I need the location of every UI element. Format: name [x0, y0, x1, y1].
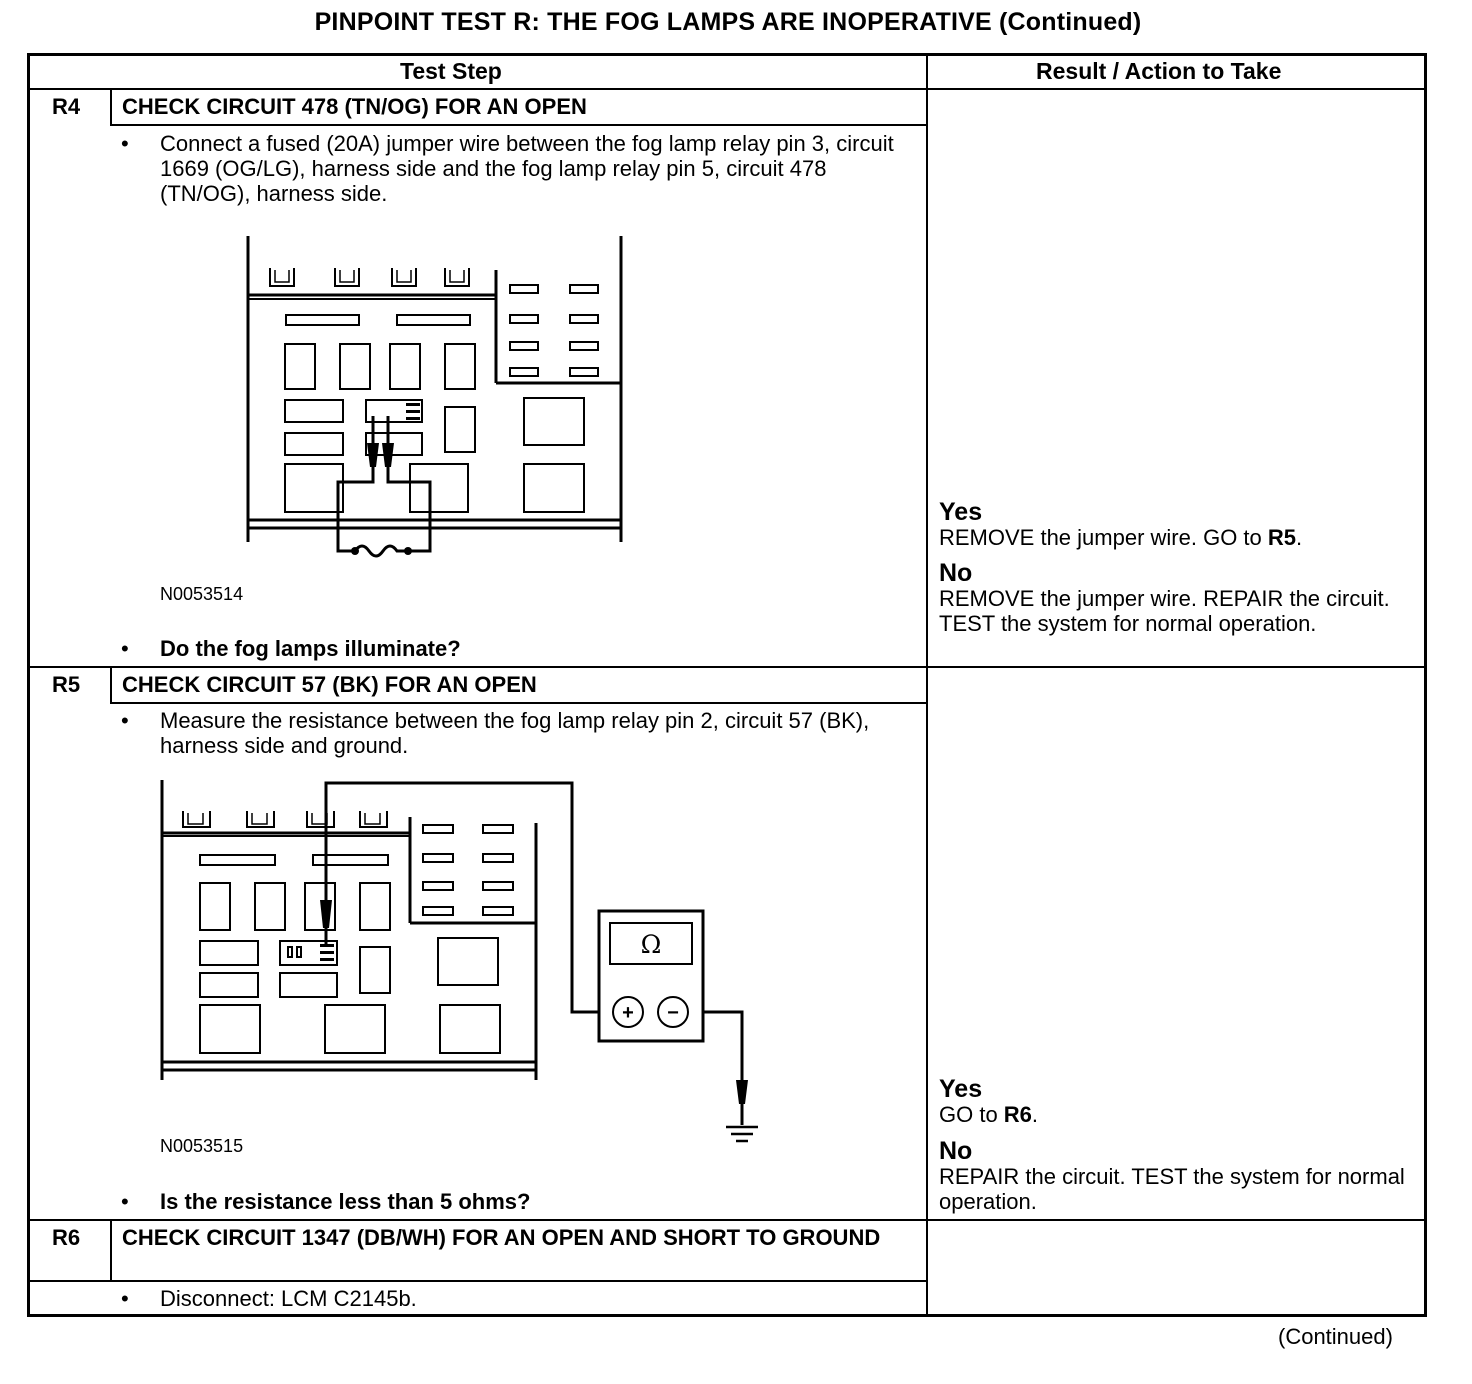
figure-id: N0053514	[160, 584, 244, 604]
r6-title-divider	[27, 1280, 927, 1282]
bullet: •	[121, 636, 129, 661]
header-test-step: Test Step	[400, 58, 502, 84]
question-text: Is the resistance less than 5 ohms?	[160, 1189, 531, 1214]
ohm-symbol: Ω	[641, 930, 662, 959]
r4-title-divider	[110, 124, 927, 126]
page-title: PINPOINT TEST R: THE FOG LAMPS ARE INOPE…	[314, 8, 1142, 36]
step-id: R4	[52, 94, 81, 119]
step-id-divider-r4	[110, 88, 112, 125]
step-title: CHECK CIRCUIT 57 (BK) FOR AN OPEN	[122, 672, 537, 697]
bullet: •	[121, 708, 129, 733]
result-yes-label: Yes	[939, 1075, 983, 1103]
result-no-label: No	[939, 559, 973, 587]
next-step-ref: R6	[1003, 1102, 1032, 1127]
step-id: R6	[52, 1225, 81, 1250]
step-id-divider-r5	[110, 666, 112, 703]
meter-minus-terminal: −	[667, 1002, 679, 1024]
pinpoint-test-table	[27, 53, 1427, 1317]
question-text: Do the fog lamps illuminate?	[160, 636, 461, 661]
step-id: R5	[52, 672, 81, 697]
instruction-text: Disconnect: LCM C2145b.	[160, 1286, 417, 1311]
step-id-divider-r6	[110, 1219, 112, 1281]
r4-r5-divider	[27, 666, 1427, 668]
r5-r6-divider	[27, 1219, 1427, 1221]
result-no-text: REMOVE the jumper wire. REPAIR the circu…	[939, 586, 1390, 636]
meter-plus-terminal: +	[622, 1002, 634, 1024]
continued-label: (Continued)	[1278, 1324, 1393, 1349]
relay-jumper-diagram	[246, 236, 623, 558]
instruction-text: Connect a fused (20A) jumper wire betwee…	[160, 131, 894, 206]
bullet: •	[121, 1286, 129, 1311]
result-no-text: REPAIR the circuit. TEST the system for …	[939, 1164, 1405, 1214]
bullet: •	[121, 131, 129, 156]
bullet: •	[121, 1189, 129, 1214]
step-title: CHECK CIRCUIT 478 (TN/OG) FOR AN OPEN	[122, 94, 587, 119]
result-yes-label: Yes	[939, 498, 983, 526]
figure-id: N0053515	[160, 1136, 244, 1156]
result-no-label: No	[939, 1137, 973, 1165]
next-step-ref: R5	[1267, 525, 1296, 550]
r5-title-divider	[110, 702, 927, 704]
column-divider	[926, 53, 928, 1317]
header-result-action: Result / Action to Take	[1036, 58, 1282, 84]
result-yes-text: GO to R6.	[939, 1102, 1039, 1127]
instruction-text: Measure the resistance between the fog l…	[160, 708, 870, 758]
step-title: CHECK CIRCUIT 1347 (DB/WH) FOR AN OPEN A…	[122, 1225, 881, 1250]
header-divider	[27, 88, 1427, 90]
relay-ohmmeter-diagram: Ω + −	[160, 780, 758, 1143]
result-yes-text: REMOVE the jumper wire. GO to R5.	[939, 525, 1303, 550]
